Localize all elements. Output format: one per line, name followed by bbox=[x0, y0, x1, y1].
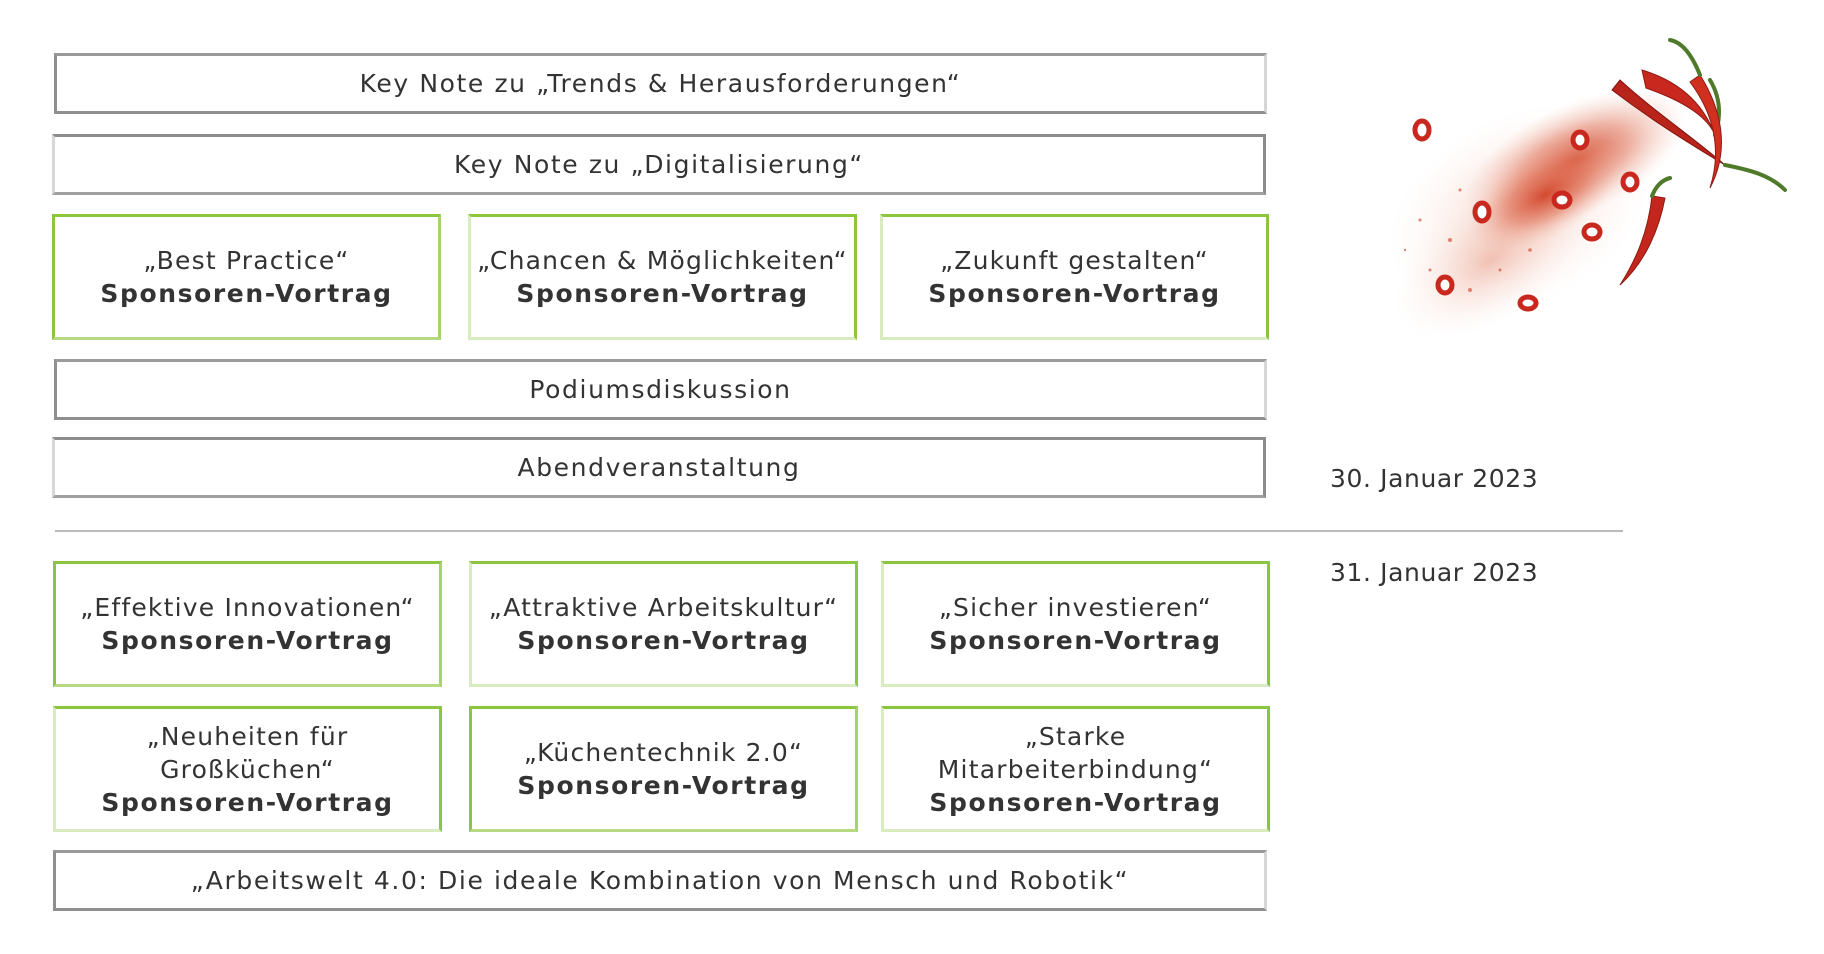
session-mitarbeiterbindung: „Starke Mitarbeiterbindung“ Sponsoren-Vo… bbox=[881, 706, 1270, 832]
closing-arbeitswelt-label: „Arbeitswelt 4.0: Die ideale Kombination… bbox=[190, 866, 1130, 895]
podiumsdiskussion-label: Podiumsdiskussion bbox=[529, 375, 792, 404]
session-type: Sponsoren-Vortrag bbox=[101, 787, 394, 817]
session-title: „Neuheiten für Großküchen“ bbox=[146, 721, 349, 784]
session-type: Sponsoren-Vortrag bbox=[517, 626, 810, 655]
session-type: Sponsoren-Vortrag bbox=[517, 771, 810, 800]
abendveranstaltung-label: Abendveranstaltung bbox=[517, 453, 801, 482]
date-day1: 30. Januar 2023 bbox=[1330, 464, 1539, 493]
session-title: „Zukunft gestalten“ bbox=[940, 246, 1209, 275]
session-type: Sponsoren-Vortrag bbox=[101, 626, 394, 655]
podiumsdiskussion: Podiumsdiskussion bbox=[54, 359, 1267, 420]
session-type: Sponsoren-Vortrag bbox=[928, 279, 1221, 308]
session-type: Sponsoren-Vortrag bbox=[100, 279, 393, 308]
session-kuechentechnik: „Küchentechnik 2.0“ Sponsoren-Vortrag bbox=[469, 706, 858, 832]
session-neuheiten: „Neuheiten für Großküchen“ Sponsoren-Vor… bbox=[53, 706, 442, 832]
chili-peppers-image bbox=[1388, 38, 1787, 340]
keynote-trends: Key Note zu „Trends & Herausforderungen“ bbox=[54, 53, 1267, 114]
session-chancen: „Chancen & Möglichkeiten“ Sponsoren-Vort… bbox=[468, 214, 857, 340]
session-type: Sponsoren-Vortrag bbox=[929, 626, 1222, 655]
session-title: „Attraktive Arbeitskultur“ bbox=[488, 593, 839, 622]
session-arbeitskultur: „Attraktive Arbeitskultur“ Sponsoren-Vor… bbox=[469, 561, 858, 687]
session-best-practice: „Best Practice“ Sponsoren-Vortrag bbox=[52, 214, 441, 340]
session-title: „Küchentechnik 2.0“ bbox=[523, 738, 804, 767]
session-zukunft: „Zukunft gestalten“ Sponsoren-Vortrag bbox=[880, 214, 1269, 340]
keynote-trends-label: Key Note zu „Trends & Herausforderungen“ bbox=[359, 69, 962, 98]
session-type: Sponsoren-Vortrag bbox=[929, 787, 1222, 817]
session-title: „Starke Mitarbeiterbindung“ bbox=[937, 721, 1214, 784]
session-sicher-investieren: „Sicher investieren“ Sponsoren-Vortrag bbox=[881, 561, 1270, 687]
day-divider bbox=[55, 530, 1623, 532]
date-day2: 31. Januar 2023 bbox=[1330, 558, 1539, 587]
session-title: „Best Practice“ bbox=[143, 246, 350, 275]
closing-arbeitswelt: „Arbeitswelt 4.0: Die ideale Kombination… bbox=[53, 850, 1267, 911]
session-effektive-innovationen: „Effektive Innovationen“ Sponsoren-Vortr… bbox=[53, 561, 442, 687]
abendveranstaltung: Abendveranstaltung bbox=[52, 437, 1266, 498]
session-title: „Effektive Innovationen“ bbox=[80, 593, 415, 622]
session-title: „Chancen & Möglichkeiten“ bbox=[477, 246, 848, 275]
keynote-digitalisierung-label: Key Note zu „Digitalisierung“ bbox=[454, 150, 864, 179]
session-type: Sponsoren-Vortrag bbox=[516, 279, 809, 308]
session-title: „Sicher investieren“ bbox=[938, 593, 1213, 622]
keynote-digitalisierung: Key Note zu „Digitalisierung“ bbox=[52, 134, 1266, 195]
